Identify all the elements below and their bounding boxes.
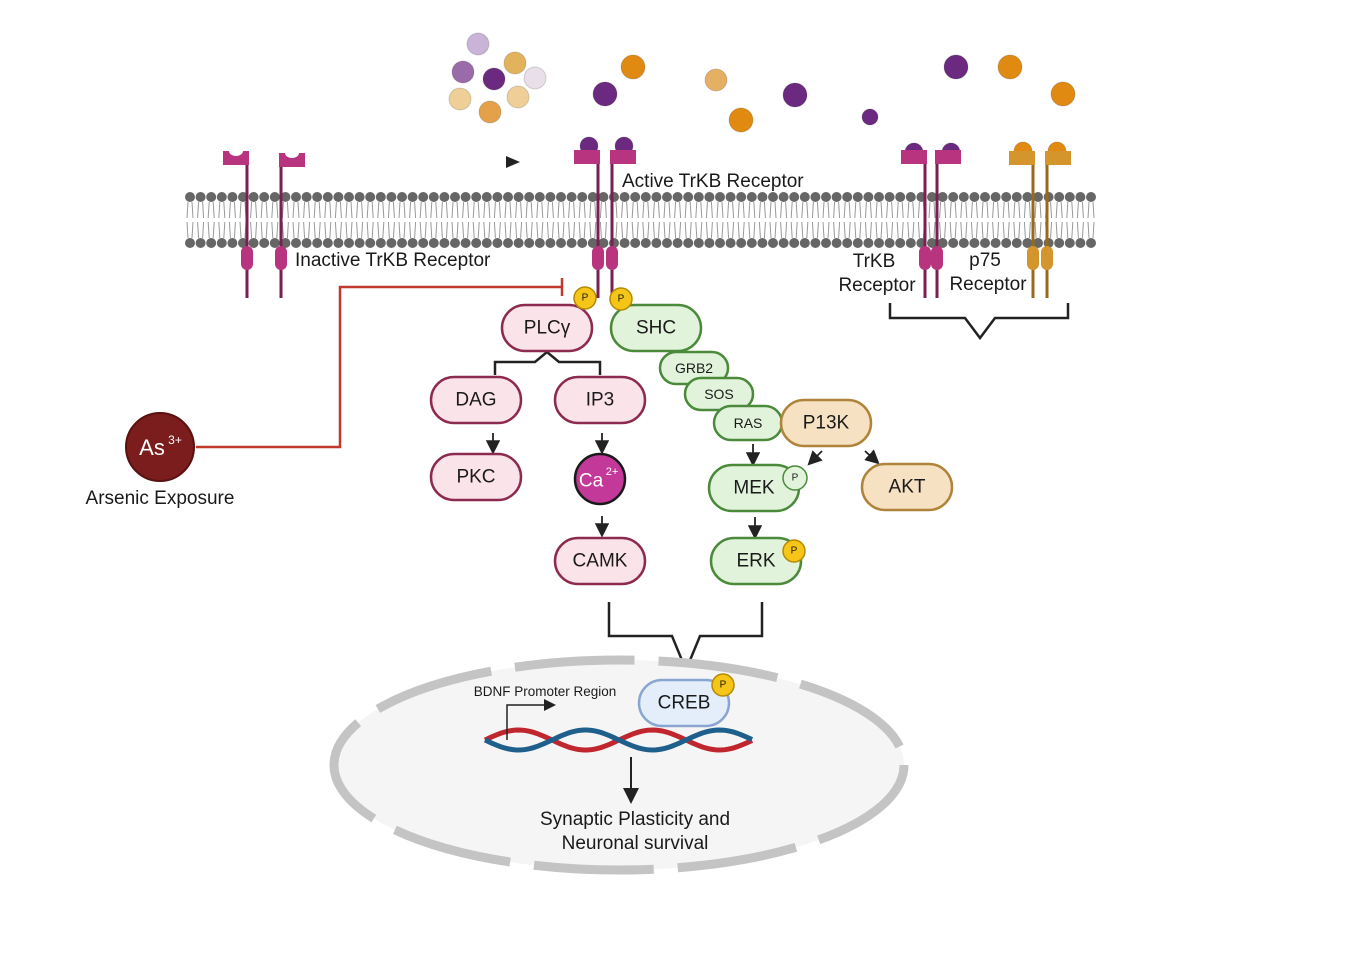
phospho-badge: P [782, 465, 808, 491]
node-label-ras: RAS [734, 415, 763, 431]
phospho-label: P [720, 680, 727, 691]
bdnf-promoter-label: BDNF Promoter Region [474, 684, 617, 699]
node-mek: MEK [707, 463, 801, 513]
receptor-bracket [888, 303, 1070, 341]
phospho-badge: P [782, 539, 806, 563]
pathway-arrows [485, 433, 880, 540]
ligand-molecule [782, 82, 808, 108]
active-receptor [1009, 151, 1039, 298]
arsenic-symbol: As [139, 435, 165, 460]
bdnf-ligands [448, 32, 1076, 162]
arsenic-exposure-label: Arsenic Exposure [86, 488, 235, 509]
phospho-badge: P [609, 287, 633, 311]
node-label-pkc: PKC [456, 467, 495, 488]
node-label-plcg: PLCγ [524, 318, 571, 339]
node-label-ip3: IP3 [586, 390, 615, 411]
ligand-molecule [728, 107, 754, 133]
receptor [275, 148, 305, 298]
ligand-molecule [448, 87, 472, 111]
node-akt: AKT [860, 462, 954, 512]
outcome-label-2: Neuronal survival [562, 833, 709, 854]
arrow-p13k-akt [864, 449, 880, 465]
inactive-trkb-label: Inactive TrKB Receptor [295, 250, 491, 271]
node-shc: SHC [609, 303, 703, 353]
cell-membrane [185, 192, 1096, 248]
promoter-arrow [506, 699, 556, 740]
phospho-label: P [582, 293, 589, 304]
node-label-creb: CREB [658, 693, 711, 714]
node-label-dag: DAG [455, 390, 496, 411]
ligand-molecule [482, 67, 506, 91]
arsenic-node: As 3+ [125, 412, 195, 482]
ligand-molecule [997, 54, 1023, 80]
receptor [223, 146, 253, 298]
node-label-shc: SHC [636, 318, 676, 339]
node-label-camk: CAMK [573, 551, 628, 572]
ligand-molecule [451, 60, 475, 84]
active-receptor [931, 150, 961, 298]
node-grb2: GRB2 [658, 350, 730, 386]
phospho-label: P [618, 294, 625, 305]
active-receptor [1041, 151, 1071, 298]
node-label-ca-charge: 2+ [606, 466, 619, 478]
outcome-label-1: Synaptic Plasticity and [540, 809, 730, 830]
nucleus [329, 655, 909, 875]
node-creb: CREB [637, 678, 731, 728]
ligand-molecule [503, 51, 527, 75]
ligand-molecule [592, 81, 618, 107]
active-receptor [606, 150, 636, 298]
node-dag: DAG [429, 375, 523, 425]
ligand-molecule [1050, 81, 1076, 107]
p75-receptor-label-1: p75 [969, 250, 1001, 271]
phospho-label: P [792, 473, 799, 484]
activation-arrow [380, 156, 520, 168]
trkb-receptor-label-2: Receptor [838, 275, 916, 296]
node-erk: ERK [709, 536, 803, 586]
node-label-ca: Ca [579, 471, 604, 492]
phospho-label: P [791, 546, 798, 557]
node-label-grb2: GRB2 [675, 360, 713, 376]
ligand-molecule [620, 54, 646, 80]
plcg-branch-bracket [493, 350, 602, 375]
receptors [223, 146, 1071, 298]
node-p13k: P13K [779, 398, 873, 448]
node-label-sos: SOS [704, 386, 734, 402]
node-pkc: PKC [429, 452, 523, 502]
phospho-badge: P [711, 673, 735, 697]
active-trkb-label: Active TrKB Receptor [622, 171, 804, 192]
ligand-molecule [861, 108, 879, 126]
ligand-molecule [704, 68, 728, 92]
node-plcg: PLCγ [500, 303, 594, 353]
arrow-p13k-mek [807, 450, 823, 466]
ligand-molecule [943, 54, 969, 80]
p75-receptor-label-2: Receptor [949, 274, 1027, 295]
ligand-molecule [478, 100, 502, 124]
node-label-akt: AKT [889, 477, 926, 498]
node-camk: CAMK [553, 536, 647, 586]
inhibition-line [196, 285, 562, 449]
phospho-badge: P [573, 286, 597, 310]
node-label-mek: MEK [733, 478, 775, 499]
active-receptor [901, 150, 931, 298]
node-label-erk: ERK [736, 551, 775, 572]
ligand-molecule [466, 32, 490, 56]
node-label-p13k: P13K [803, 413, 850, 434]
node-ras: RAS [712, 404, 784, 442]
arsenic-charge: 3+ [168, 433, 182, 447]
ligand-molecule [523, 66, 547, 90]
active-receptor [574, 150, 604, 298]
dna-helix [483, 727, 754, 753]
trkb-receptor-label-1: TrKB [853, 251, 896, 272]
node-ip3: IP3 [553, 375, 647, 425]
ligand-molecule [506, 85, 530, 109]
